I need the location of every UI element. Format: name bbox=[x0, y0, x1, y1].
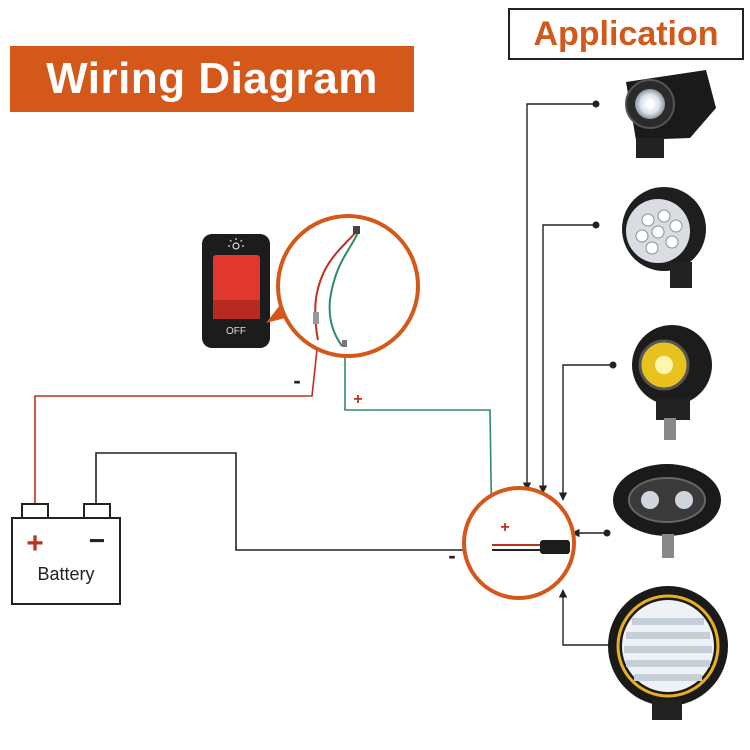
multi-led-round-light-icon bbox=[622, 187, 706, 288]
app-line-3-dot bbox=[609, 361, 617, 369]
switch-wire-zoom bbox=[266, 214, 420, 358]
battery-plus: + bbox=[26, 527, 44, 560]
switch-off-label: OFF bbox=[226, 326, 246, 337]
light-symbol-icon bbox=[228, 238, 244, 250]
battery: + − Battery bbox=[11, 503, 121, 605]
application-header-box: Application bbox=[508, 8, 744, 60]
projector-spotlight-icon bbox=[625, 70, 716, 158]
connector-plus: + bbox=[500, 519, 509, 536]
negative-wire-red bbox=[34, 339, 319, 510]
app-line-2-dot bbox=[592, 221, 600, 229]
positive-wire-green bbox=[344, 345, 493, 546]
diagram-title: Wiring Diagram bbox=[46, 54, 378, 103]
app-line-1-dot bbox=[592, 100, 600, 108]
battery-minus: − bbox=[89, 525, 105, 556]
battery-label: Battery bbox=[37, 564, 94, 584]
app-line-2 bbox=[538, 224, 595, 494]
yellow-round-fog-light-icon bbox=[632, 325, 712, 440]
connector-zoom: + bbox=[462, 486, 576, 600]
ground-wire-black bbox=[95, 452, 500, 551]
app-line-3 bbox=[558, 364, 612, 501]
diagram-title-banner: Wiring Diagram bbox=[10, 46, 414, 112]
app-line-1 bbox=[522, 103, 595, 491]
connector-minus: - bbox=[448, 543, 455, 568]
application-title: Application bbox=[533, 14, 719, 53]
app-line-5 bbox=[558, 589, 612, 646]
round-led-work-light-icon bbox=[608, 586, 728, 720]
oval-dual-led-light-icon bbox=[613, 464, 721, 558]
switch-negative-label: - bbox=[293, 368, 300, 393]
app-line-4-dot bbox=[603, 529, 611, 537]
rocker-switch: OFF bbox=[202, 234, 270, 348]
switch-positive-label: + bbox=[353, 391, 362, 408]
